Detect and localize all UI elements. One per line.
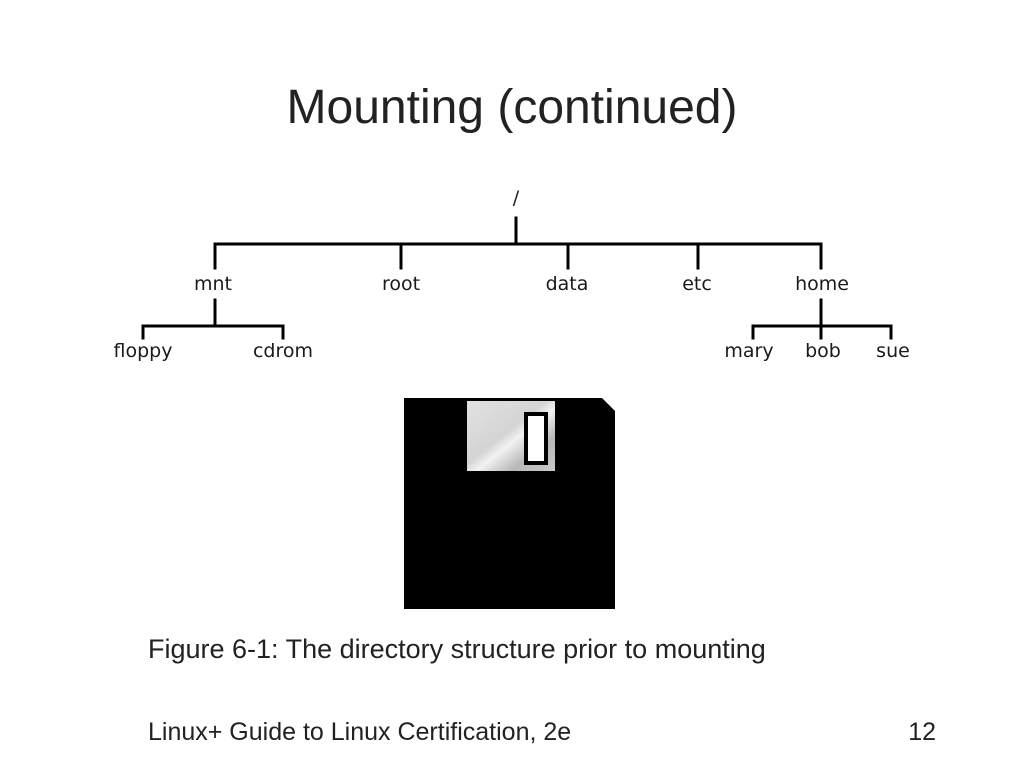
page-number: 12 [908,718,936,746]
tree-node-sue: sue [876,340,910,362]
tree-node-mnt: mnt [194,273,232,295]
tree-node-bob: bob [805,340,841,362]
footer-book-title: Linux+ Guide to Linux Certification, 2e [148,718,572,746]
tree-node-home: home [795,273,849,295]
floppy-disk-icon [404,398,615,609]
tree-node-data: data [546,273,589,295]
tree-node-floppy: floppy [114,340,173,362]
slide-title: Mounting (continued) [286,81,738,134]
floppy-body [404,398,615,609]
floppy-shutter-window [524,412,548,465]
tree-node-root-slash: / [513,187,520,209]
tree-node-etc: etc [682,273,712,295]
tree-node-cdrom: cdrom [253,340,313,362]
directory-tree-diagram: / mnt root data etc home floppy cdrom ma… [114,187,910,362]
figure-caption: Figure 6-1: The directory structure prio… [148,634,766,664]
tree-node-root: root [382,273,420,295]
tree-node-mary: mary [724,340,773,362]
